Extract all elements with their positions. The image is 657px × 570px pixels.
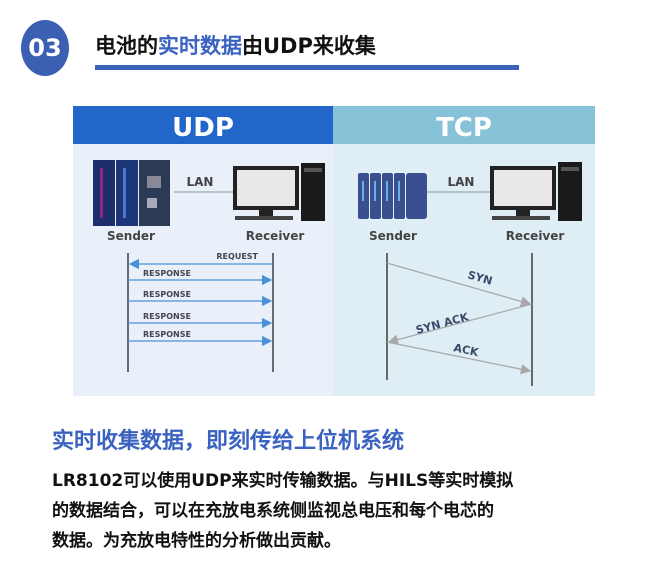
description-line: 的数据结合，可以在充放电系统侧监视总电压和每个电芯的 [52,501,494,521]
module-sender-icon [358,173,427,219]
response-arrows: RESPONSE RESPONSE RESPONSE RESPONSE [128,269,273,347]
tcp-lan-label: LAN [448,175,475,189]
description-line: 数据。为充放电特性的分析做出贡献。 [52,531,341,551]
tcp-header [333,106,595,144]
tcp-title: TCP [436,113,492,143]
response-label: RESPONSE [143,290,191,299]
tcp-receiver-label: Receiver [506,229,565,243]
title-underline [95,65,519,70]
syn-ack-arrow [387,303,533,345]
request-label: REQUEST [216,252,258,261]
response-label: RESPONSE [143,312,191,321]
udp-header [73,106,333,144]
udp-receiver-label: Receiver [246,229,305,243]
description-line: LR8102可以使用UDP来实时传输数据。与HILS等实时模拟 [52,471,514,491]
udp-title: UDP [172,113,234,143]
receiver-pc-icon [490,162,582,221]
udp-sender-label: Sender [107,229,155,243]
syn-arrow [386,262,532,307]
tcp-sender-label: Sender [369,229,417,243]
udp-tcp-diagram: UDP TCP LAN Sender Receiver REQUEST RESP… [73,106,595,396]
page-title: 电池的实时数据由UDP来收集 [95,30,376,60]
response-label: RESPONSE [143,330,191,339]
title-part: 电池的 [95,34,158,58]
receiver-pc-icon [233,163,325,221]
data-logger-device-icon [93,160,170,226]
title-part: 由UDP来收集 [242,34,376,58]
section-number: 03 [28,34,62,62]
title-highlight: 实时数据 [158,34,242,58]
ack-label: ACK [452,341,480,359]
ack-arrow [386,341,532,375]
response-label: RESPONSE [143,269,191,278]
section-subheading: 实时收集数据，即刻传给上位机系统 [52,429,405,454]
section-number-badge: 03 [21,20,69,76]
udp-lan-label: LAN [187,175,214,189]
description-text: LR8102可以使用UDP来实时传输数据。与HILS等实时模拟 的数据结合，可以… [52,466,622,556]
